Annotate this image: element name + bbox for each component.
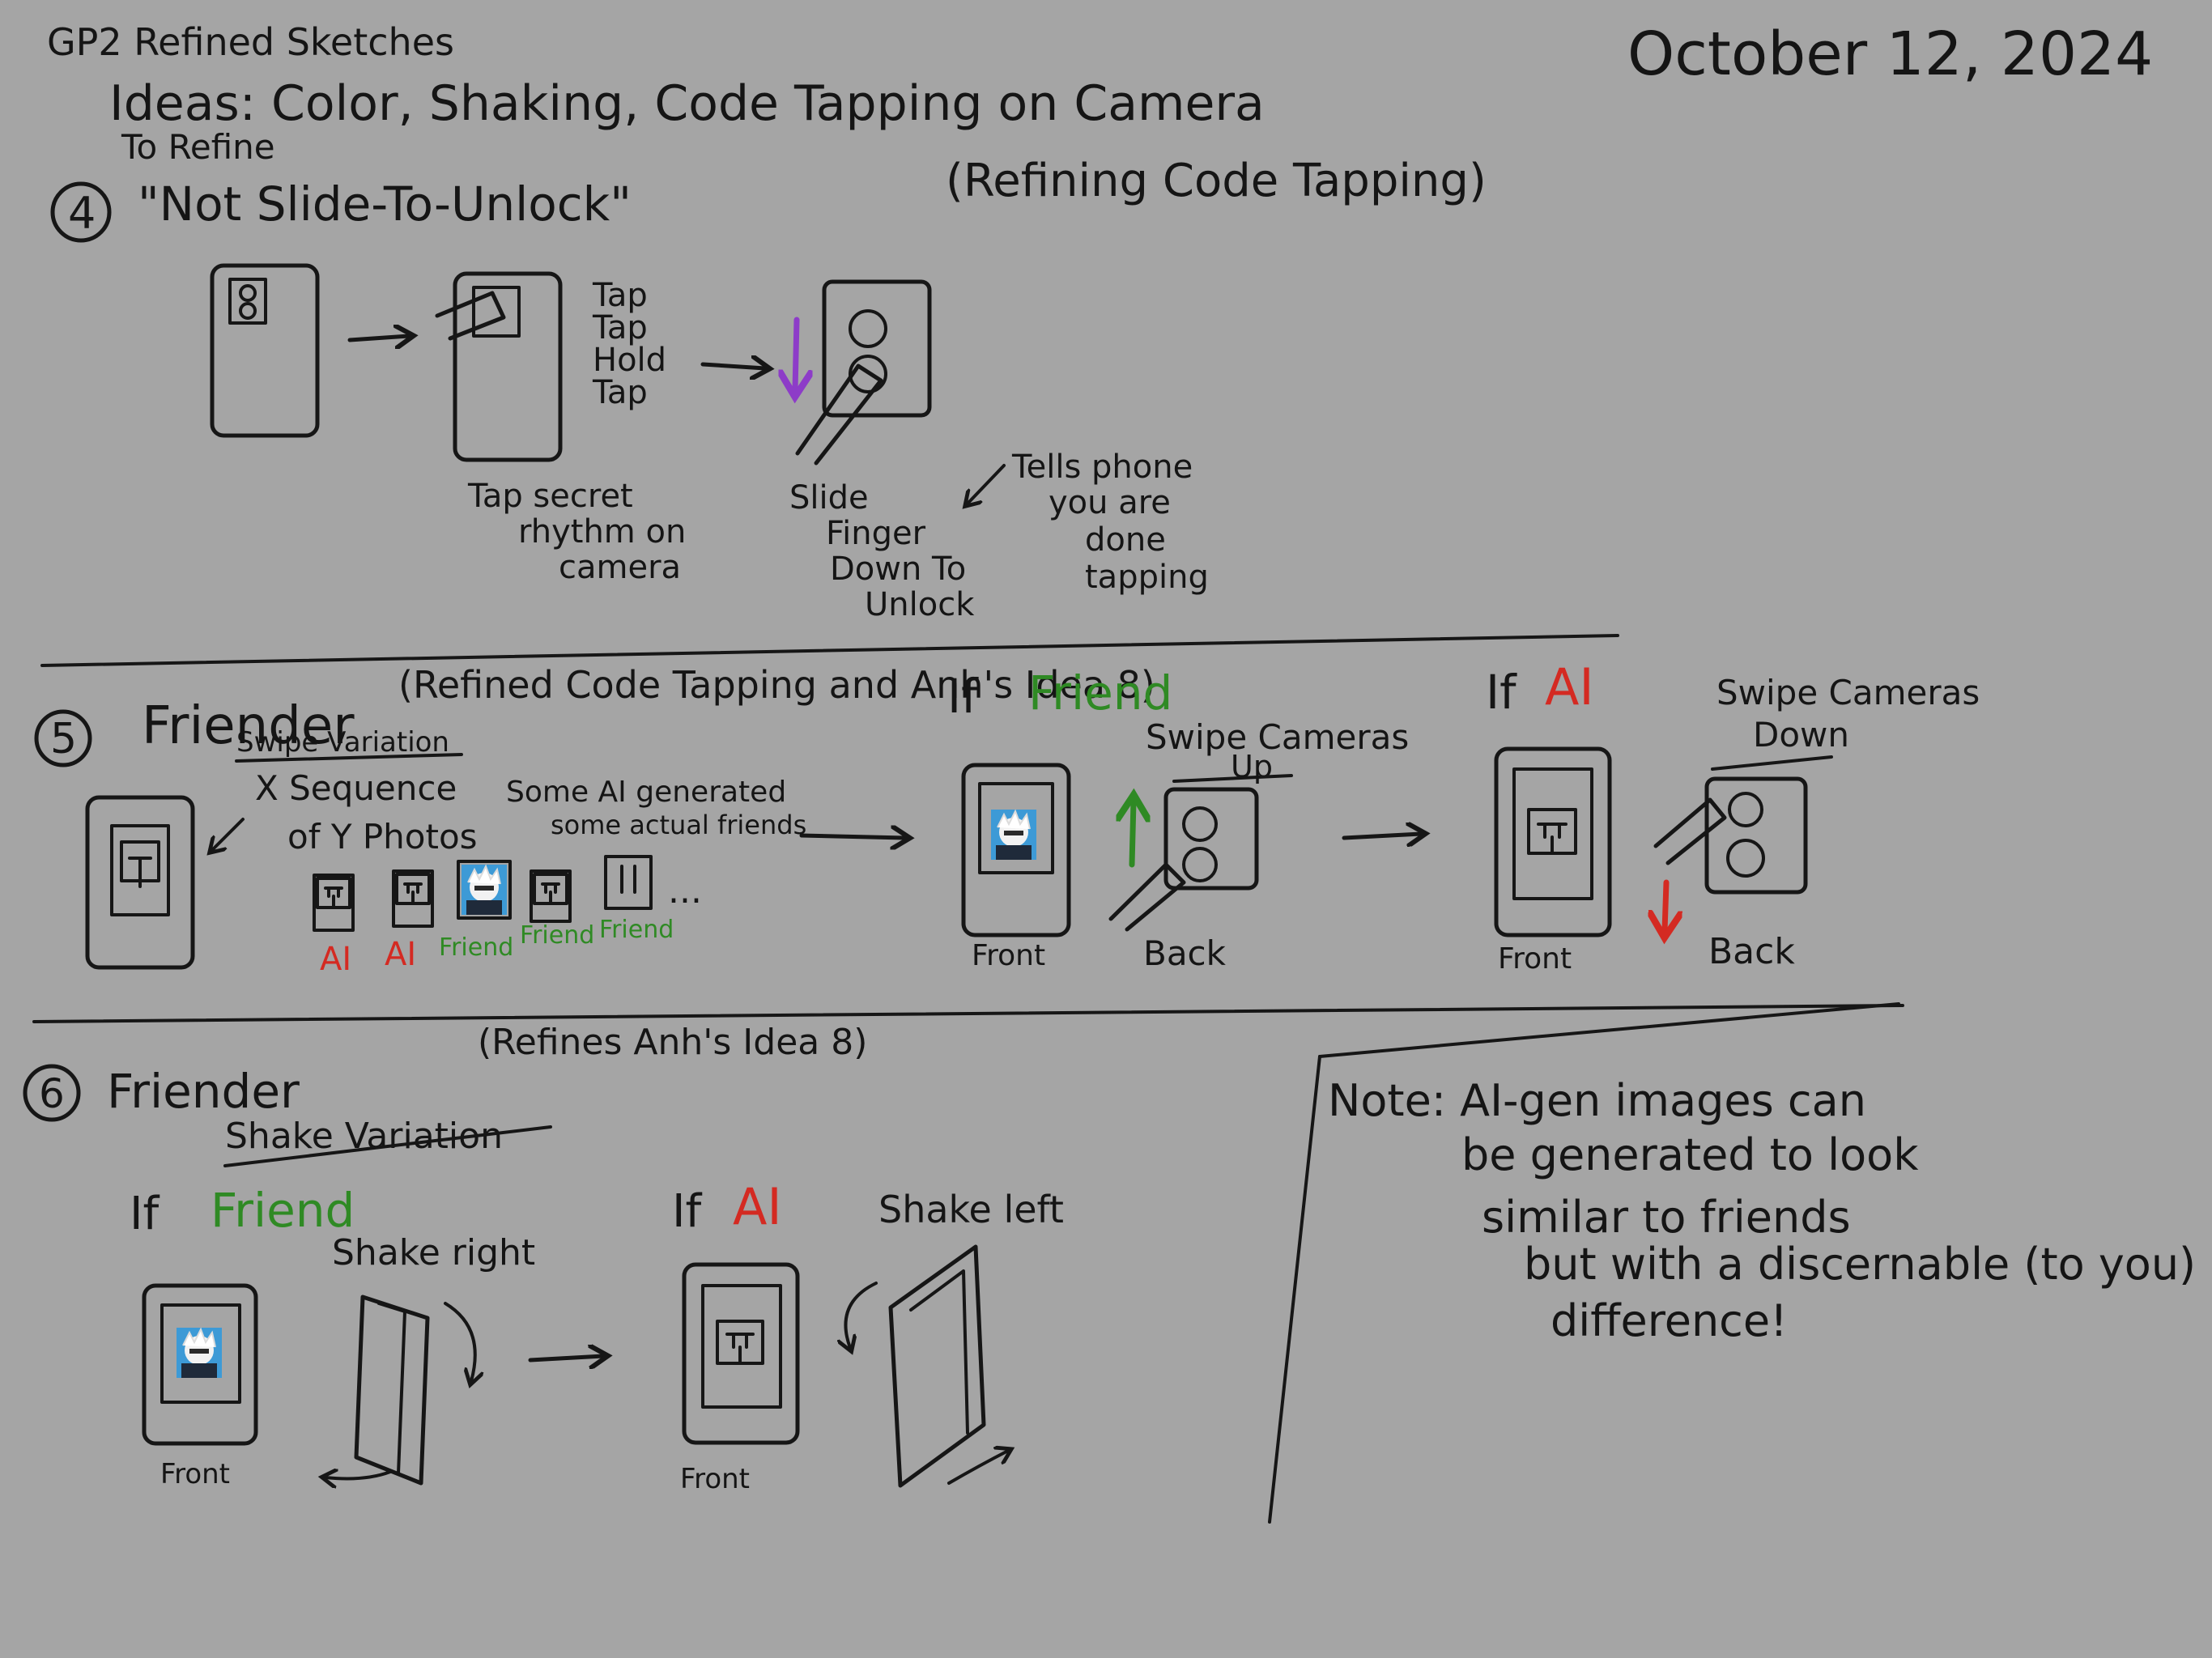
ideas-line: Ideas: Color, Shaking, Code Tapping on C… xyxy=(109,75,1265,132)
sheet-title: GP2 Refined Sketches xyxy=(47,20,454,64)
section-6-refines: (Refines Anh's Idea 8) xyxy=(478,1022,867,1063)
note-box: Note: AI-gen images can be generated to … xyxy=(1268,1002,2196,1524)
friend-photo-3 xyxy=(604,855,653,910)
camera-bump xyxy=(228,278,267,325)
section-5-refined: (Refined Code Tapping and Anh's Idea 8) xyxy=(398,663,1155,707)
shake-if-friend-word: Friend xyxy=(211,1183,355,1238)
note-line-3: similar to friends xyxy=(1482,1192,1851,1243)
section-6: (Refines Anh's Idea 8) 6 Friender Shake … xyxy=(23,1022,1064,1495)
caption-slide-3: Down To xyxy=(830,551,966,588)
friend-front-phone xyxy=(961,763,1071,937)
section-4-title: "Not Slide-To-Unlock" xyxy=(138,176,632,232)
tap-step-2: Tap xyxy=(592,309,648,346)
note-line-4: but with a discernable (to you) xyxy=(1524,1239,2196,1290)
tapping-finger xyxy=(435,291,506,341)
shake-left-phone xyxy=(888,1244,986,1488)
ai-front-phone xyxy=(1494,746,1612,937)
tap-step-3: Hold xyxy=(593,342,666,379)
section-5-title: Friender xyxy=(142,696,355,756)
friend-back-label: Back xyxy=(1143,933,1227,973)
shake-left-label: Shake left xyxy=(878,1188,1064,1231)
swipe-down-line-1: Swipe Cameras xyxy=(1716,673,1980,712)
photo-ellipsis: ... xyxy=(668,870,702,912)
swipe-up-arrow xyxy=(1132,801,1134,868)
section-divider-2 xyxy=(32,1004,1904,1023)
note-line-5: difference! xyxy=(1551,1295,1788,1346)
if-friend-if: If xyxy=(947,669,979,724)
section-5-number-circle xyxy=(34,709,92,767)
caption-slide-4: Unlock xyxy=(865,586,975,623)
photo-sequence: ... xyxy=(313,855,702,932)
section-4-number: 4 xyxy=(68,188,96,239)
sliding-finger xyxy=(795,363,883,466)
swipe-phone-sketch xyxy=(85,795,195,970)
section-4: 4 "Not Slide-To-Unlock" (Refining Code T… xyxy=(50,155,1487,623)
shake-right-phone xyxy=(354,1295,430,1486)
swipe-down-line-2: Down xyxy=(1753,715,1849,755)
sequence-line-2: of Y Photos xyxy=(287,817,478,857)
swipe-down-arrow xyxy=(1665,879,1666,931)
section-4-refining: (Refining Code Tapping) xyxy=(946,155,1487,207)
to-refine-label: To Refine xyxy=(121,127,275,167)
if-ai-if: If xyxy=(1486,665,1517,720)
camera-close-up xyxy=(822,279,932,418)
section-4-number-circle xyxy=(50,181,112,243)
section-6-number: 6 xyxy=(39,1070,65,1117)
photo-label-5: Friend xyxy=(599,916,674,944)
ai-back-label: Back xyxy=(1708,931,1795,972)
caption-tells-2: you are xyxy=(1049,484,1171,521)
caption-slide-2: Finger xyxy=(826,515,926,552)
section-5-variation: Swipe Variation xyxy=(236,726,449,759)
caption-tells-4: tapping xyxy=(1085,559,1209,596)
tap-step-4: Tap xyxy=(592,374,648,411)
friend-front-label: Front xyxy=(972,939,1045,972)
tap-step-1: Tap xyxy=(592,277,648,314)
sequence-line-1: X Sequence xyxy=(255,768,457,808)
caption-tells-1: Tells phone xyxy=(1011,449,1193,486)
friend-photo-2 xyxy=(530,869,572,923)
ai-note-line-1: Some AI generated xyxy=(506,776,786,809)
shake-if-ai-word: AI xyxy=(733,1177,782,1236)
caption-secret-rhythm-3: camera xyxy=(559,549,681,586)
shake-friend-front-phone xyxy=(142,1283,258,1446)
photo-label-4: Friend xyxy=(520,921,594,950)
shake-if-friend-if: If xyxy=(130,1188,160,1240)
caption-secret-rhythm-2: rhythm on xyxy=(518,513,686,551)
photo-label-1: AI xyxy=(320,941,351,978)
sheet-date: October 12, 2024 xyxy=(1627,19,2153,89)
shake-ai-front-label: Front xyxy=(680,1463,750,1495)
phone-tap-sketch xyxy=(453,271,563,462)
section-6-title: Friender xyxy=(107,1064,300,1119)
caption-tells-3: done xyxy=(1085,521,1166,559)
section-6-number-circle xyxy=(23,1064,81,1122)
photo-label-3: Friend xyxy=(439,933,513,962)
section-5: (Refined Code Tapping and Anh's Idea 8) … xyxy=(34,657,1980,978)
phone-back-sketch xyxy=(210,263,320,438)
if-friend-word: Friend xyxy=(1028,665,1172,721)
slide-down-arrow xyxy=(795,317,797,390)
note-line-2: be generated to look xyxy=(1461,1129,1919,1180)
note-line-1: Note: AI-gen images can xyxy=(1328,1075,1866,1126)
caption-slide-1: Slide xyxy=(789,479,869,517)
shake-friend-front-label: Front xyxy=(160,1458,230,1490)
friend-photo-1 xyxy=(457,860,512,920)
section-divider-1 xyxy=(40,634,1619,667)
if-ai-word: AI xyxy=(1545,657,1594,716)
ai-photo-2 xyxy=(392,869,434,928)
friend-back-camera xyxy=(1163,787,1259,891)
ai-note-line-2: some actual friends xyxy=(551,810,806,840)
ai-front-label: Front xyxy=(1498,942,1572,976)
swipe-up-line-1: Swipe Cameras xyxy=(1146,717,1409,757)
caption-secret-rhythm-1: Tap secret xyxy=(467,478,633,515)
photo-label-2: AI xyxy=(385,936,416,973)
ai-photo-1 xyxy=(313,874,355,932)
section-5-number: 5 xyxy=(50,715,77,763)
shake-if-ai-if: If xyxy=(672,1185,703,1238)
ai-back-camera xyxy=(1704,776,1808,895)
shake-right-label: Shake right xyxy=(332,1232,535,1273)
shake-ai-front-phone xyxy=(682,1262,800,1445)
